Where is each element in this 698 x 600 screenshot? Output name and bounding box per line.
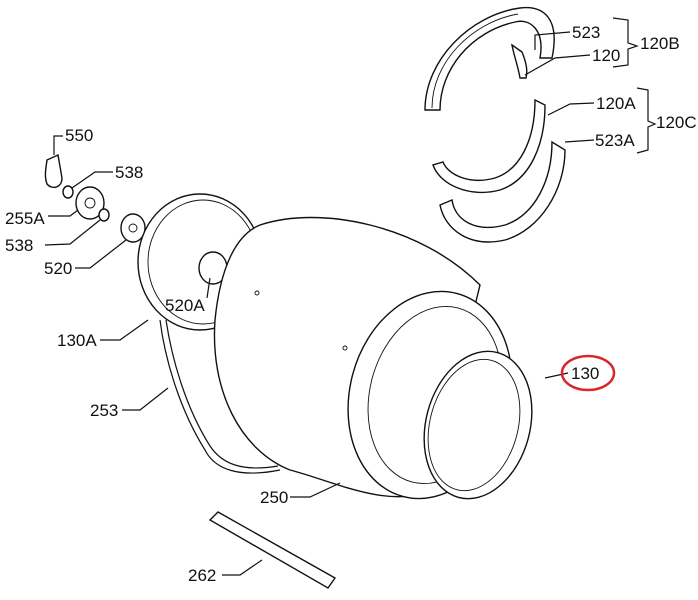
- part-120A-ring: [432, 98, 546, 194]
- label-120: 120: [592, 46, 620, 65]
- label-538-bottom: 538: [5, 236, 33, 255]
- part-538-washer-2: [98, 208, 110, 222]
- part-520-bearing: [120, 213, 146, 243]
- label-255A: 255A: [5, 209, 45, 228]
- part-523-ring: [424, 6, 555, 111]
- highlight-circle-130: [560, 354, 616, 392]
- part-538-washer-1: [62, 185, 74, 199]
- label-538-top: 538: [115, 163, 143, 182]
- label-523: 523: [572, 23, 600, 42]
- label-120B: 120B: [640, 34, 680, 53]
- label-253: 253: [90, 401, 118, 420]
- label-130: 130: [571, 364, 599, 383]
- label-520A: 520A: [165, 296, 205, 315]
- part-253-belt: [159, 319, 281, 474]
- label-120C: 120C: [656, 113, 697, 132]
- label-262: 262: [188, 566, 216, 585]
- part-523A-ring: [439, 140, 566, 243]
- part-120-segment: [511, 43, 528, 79]
- label-120A: 120A: [596, 94, 636, 113]
- leader-lines: [44, 17, 657, 576]
- label-520: 520: [44, 259, 72, 278]
- label-130A: 130A: [57, 331, 97, 350]
- part-550-bracket: [44, 153, 63, 189]
- part-262-strip: [208, 511, 337, 589]
- part-255A-bearing: [75, 186, 105, 220]
- part-130-front-ring: [423, 350, 533, 500]
- label-550: 550: [65, 126, 93, 145]
- label-250: 250: [260, 488, 288, 507]
- label-523A: 523A: [595, 131, 635, 150]
